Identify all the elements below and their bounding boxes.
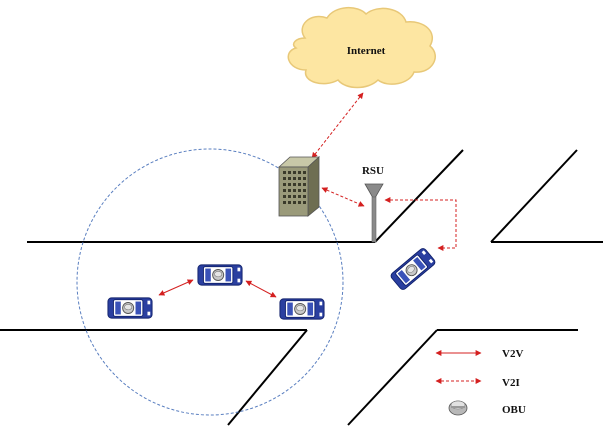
internet-label: Internet <box>347 45 386 57</box>
obu-device-icon <box>448 400 468 416</box>
legend-v2v-label: V2V <box>502 348 523 360</box>
vehicle-car-left <box>107 297 153 319</box>
cloud-icon <box>287 7 436 89</box>
legend-obu-label: OBU <box>502 404 526 416</box>
legend-v2i-label: V2I <box>502 377 520 389</box>
link-building-rsu <box>321 187 365 207</box>
vehicle-car-top <box>197 264 243 286</box>
link-v2v-top-right <box>245 280 277 298</box>
vehicle-car-right <box>279 298 325 320</box>
antenna-icon <box>364 183 384 243</box>
vehicle-car-turning <box>389 246 437 292</box>
link-internet-building <box>311 92 364 159</box>
building-icon <box>277 156 321 217</box>
rsu-coverage-area <box>76 148 344 416</box>
legend: V2V V2I OBU <box>435 348 526 416</box>
link-rsu-vehicle <box>384 197 457 251</box>
rsu-label: RSU <box>362 165 384 177</box>
link-v2v-left-top <box>158 279 194 296</box>
